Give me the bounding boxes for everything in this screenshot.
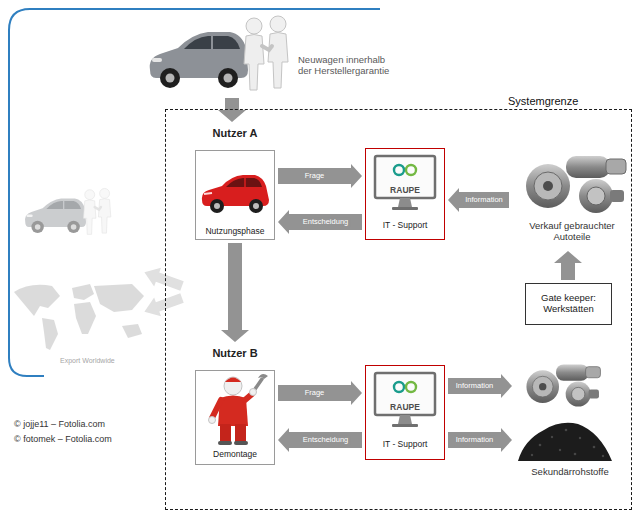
system-boundary: SystemgrenzeNutzer ANutzungsphaseRAUPEIT…	[165, 95, 632, 510]
used-parts-figure	[526, 364, 600, 406]
used-parts-figure	[526, 156, 626, 213]
edge-label: Entscheidung	[301, 217, 350, 227]
faded-export-arrows	[141, 289, 185, 321]
box-label: IT - Support	[367, 220, 443, 230]
caption-text: Neuwagen innerhalb der Herstellergaranti…	[298, 54, 394, 77]
box-label: Gate keeper: Werkstätten	[527, 292, 610, 315]
red-car-figure	[214, 203, 220, 209]
copyright-note: © jojje11 – Fotolia.com	[14, 419, 105, 430]
user-heading: Nutzer B	[195, 347, 275, 360]
mechanic-figure	[220, 424, 231, 442]
red-car-figure	[249, 199, 263, 213]
mechanic-figure	[212, 400, 221, 418]
block-arrow	[278, 164, 362, 188]
box-label: Demontage	[197, 449, 273, 459]
edge-label: Information	[454, 435, 496, 445]
granulate-figure	[602, 455, 604, 457]
monitor-figure	[375, 373, 435, 427]
process-box: Nutzer B Demontage	[195, 345, 275, 465]
material-group: Sekundärrohstoffe	[515, 416, 625, 484]
granulate-figure	[593, 446, 596, 449]
logo-text: RAUPE	[375, 185, 435, 195]
edge-label: Information	[454, 381, 496, 391]
granulate-figure	[559, 449, 561, 451]
resale-figure	[25, 188, 111, 234]
world-map	[122, 324, 142, 338]
granulate-figure	[531, 454, 533, 456]
world-map	[14, 285, 60, 316]
mechanic-figure	[225, 378, 241, 383]
box-label: IT - Support	[367, 439, 443, 449]
caption-text: Sekundärrohstoffe	[515, 466, 625, 477]
granulate-figure	[531, 429, 604, 457]
edge-label: Frage	[303, 171, 327, 181]
mechanic-figure	[209, 374, 269, 445]
granulate-figure	[518, 423, 612, 461]
world-map	[14, 284, 144, 350]
granulate-figure	[551, 436, 553, 438]
mechanic-figure	[258, 374, 268, 379]
granulate-figure	[579, 437, 581, 439]
block-arrow	[448, 428, 512, 452]
mechanic-figure	[209, 417, 216, 424]
granulate-figure	[574, 453, 577, 456]
edge-label: Frage	[303, 388, 327, 398]
mechanic-figure	[250, 389, 257, 396]
red-car-figure	[202, 175, 269, 213]
copyright-note: © fotomek – Fotolia.com	[14, 434, 112, 445]
red-car-figure	[210, 199, 224, 213]
monitor-figure	[375, 156, 435, 210]
mechanic-figure	[235, 424, 246, 442]
logo-text: RAUPE	[375, 402, 435, 412]
caption-text: Verkauf gebrauchter Autoteile	[512, 220, 632, 243]
world-map	[42, 318, 58, 350]
edge-label: Entscheidung	[301, 435, 350, 445]
mechanic-figure	[218, 441, 232, 445]
it-support-box: RAUPE IT - Support	[365, 365, 445, 460]
world-map	[94, 284, 144, 312]
red-car-figure	[253, 203, 259, 209]
boundary-label: Systemgrenze	[508, 95, 618, 108]
gatekeeper-box: Gate keeper: Werkstätten	[525, 283, 612, 325]
new-car-figure	[150, 16, 288, 90]
process-box: Nutzer A Nutzungsphase	[195, 125, 275, 240]
red-car-figure	[244, 178, 246, 187]
mechanic-figure	[224, 377, 242, 395]
parts-group: Verkauf gebrauchter Autoteile	[512, 148, 632, 248]
granulate-figure	[539, 444, 542, 447]
box-label: Nutzungsphase	[197, 226, 273, 236]
it-support-box: RAUPE IT - Support	[365, 148, 445, 240]
block-arrow	[221, 243, 249, 342]
block-arrow	[278, 428, 362, 452]
mechanic-figure	[234, 441, 248, 445]
watermark-label: Export Worldwide	[60, 357, 115, 365]
illustrated-source: Neuwagen innerhalb der Herstellergaranti…	[145, 10, 427, 95]
red-car-figure	[226, 178, 262, 187]
world-map	[72, 284, 94, 300]
block-arrow	[448, 188, 509, 212]
block-arrow	[278, 381, 362, 405]
information-arrow	[448, 374, 512, 398]
world-map	[74, 302, 96, 334]
red-car-figure	[204, 193, 212, 194]
user-heading: Nutzer A	[195, 127, 275, 140]
block-arrow	[554, 251, 582, 280]
granulate-figure	[565, 429, 568, 432]
faded-export-arrows	[141, 263, 185, 295]
edge-label: Information	[463, 195, 505, 205]
faded-export-arrows	[141, 263, 185, 321]
block-arrow	[278, 210, 362, 234]
granulate-figure	[518, 423, 612, 461]
block-arrow	[218, 98, 246, 122]
